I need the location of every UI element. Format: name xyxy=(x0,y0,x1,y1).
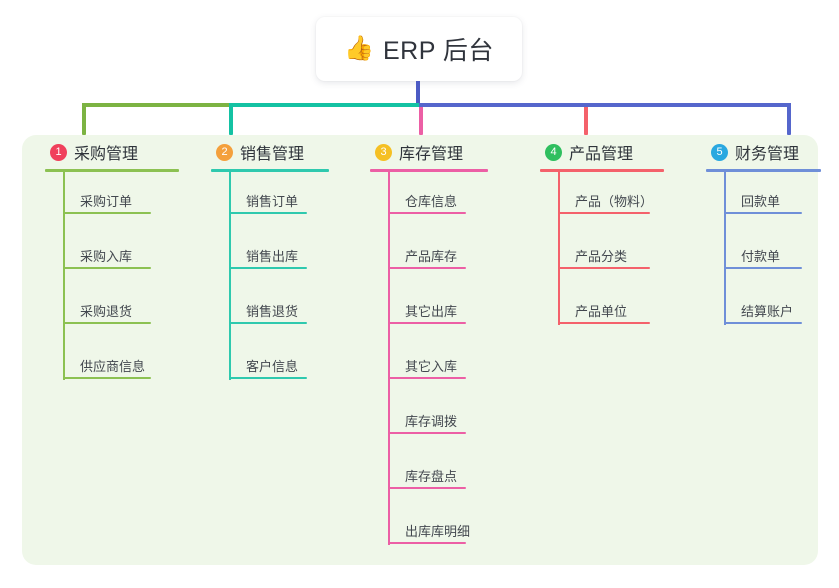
branch-title: 库存管理 xyxy=(399,146,464,163)
drop-purchasing xyxy=(82,107,86,135)
leaf-rule xyxy=(558,322,650,324)
branch-header-4[interactable]: 4 产品管理 xyxy=(529,135,669,169)
leaf-label: 回款单 xyxy=(741,194,781,209)
branch-spine xyxy=(229,171,231,380)
leaf-label: 产品单位 xyxy=(575,304,628,319)
branch-header-1[interactable]: 1 采购管理 xyxy=(34,135,181,169)
leaf-label: 仓库信息 xyxy=(405,194,458,209)
branch-header-2[interactable]: 2 销售管理 xyxy=(200,135,334,169)
root-stem-connector xyxy=(416,81,420,105)
branch-rule xyxy=(706,169,821,172)
leaf-label: 销售订单 xyxy=(246,194,299,209)
branch-spine xyxy=(724,171,726,325)
leaf-label: 库存调拨 xyxy=(405,414,458,429)
leaf-label: 采购退货 xyxy=(80,304,133,319)
branch-rule xyxy=(540,169,664,172)
branch-header-3[interactable]: 3 库存管理 xyxy=(359,135,496,169)
leaf-label: 采购入库 xyxy=(80,249,133,264)
leaf-label: 客户信息 xyxy=(246,359,299,374)
branches-panel: 1 采购管理采购订单采购入库采购退货供应商信息 2 销售管理销售订单销售出库销售退货客… xyxy=(22,135,821,565)
leaf-label: 采购订单 xyxy=(80,194,133,209)
leaf-rule xyxy=(724,212,802,214)
leaf-label: 其它入库 xyxy=(405,359,458,374)
leaf-rule xyxy=(229,267,307,269)
leaf-label: 库存盘点 xyxy=(405,469,458,484)
branch-title: 采购管理 xyxy=(74,146,139,163)
leaf-label: 供应商信息 xyxy=(80,359,146,374)
leaf-rule xyxy=(229,322,307,324)
leaf-label: 产品（物料） xyxy=(575,194,654,209)
leaf-label: 产品分类 xyxy=(575,249,628,264)
branch-rule xyxy=(45,169,179,172)
leaf-label: 出库库明细 xyxy=(405,524,471,539)
segment-blue xyxy=(419,103,791,107)
leaf-rule xyxy=(229,377,307,379)
root-node[interactable]: 👍 ERP 后台 xyxy=(316,17,522,81)
leaf-rule xyxy=(558,267,650,269)
branch-column-2: 2 销售管理销售订单销售出库销售退货客户信息 xyxy=(200,135,334,380)
branch-number-badge: 3 xyxy=(375,143,392,161)
drop-finance xyxy=(787,107,791,135)
segment-green xyxy=(82,103,229,107)
branch-title: 产品管理 xyxy=(569,146,634,163)
leaf-rule xyxy=(388,322,466,324)
leaf-rule xyxy=(63,377,151,379)
branch-title: 财务管理 xyxy=(735,146,800,163)
branch-spine xyxy=(388,171,390,545)
leaf-rule xyxy=(388,542,466,544)
branch-number-badge: 5 xyxy=(711,143,728,161)
leaf-rule xyxy=(724,322,802,324)
leaf-label: 销售出库 xyxy=(246,249,299,264)
leaf-rule xyxy=(388,212,466,214)
branch-spine xyxy=(558,171,560,325)
leaf-rule xyxy=(229,212,307,214)
branch-title: 销售管理 xyxy=(240,146,305,163)
branch-column-1: 1 采购管理采购订单采购入库采购退货供应商信息 xyxy=(34,135,181,380)
branch-number-badge: 1 xyxy=(50,143,67,161)
branch-rule xyxy=(370,169,488,172)
leaf-label: 产品库存 xyxy=(405,249,458,264)
leaf-rule xyxy=(63,267,151,269)
leaf-rule xyxy=(388,487,466,489)
leaf-label: 付款单 xyxy=(741,249,781,264)
leaf-label: 销售退货 xyxy=(246,304,299,319)
branch-spine xyxy=(63,171,65,380)
branch-column-5: 5 财务管理回款单付款单结算账户 xyxy=(695,135,825,325)
branch-number-badge: 4 xyxy=(545,143,562,161)
branch-column-3: 3 库存管理仓库信息产品库存其它出库其它入库库存调拨库存盘点出库库明细 xyxy=(359,135,496,545)
leaf-rule xyxy=(63,322,151,324)
leaf-rule xyxy=(388,432,466,434)
leaf-rule xyxy=(558,212,650,214)
leaf-label: 其它出库 xyxy=(405,304,458,319)
leaf-rule xyxy=(388,267,466,269)
branch-number-badge: 2 xyxy=(216,143,233,161)
leaf-rule xyxy=(724,267,802,269)
branch-column-4: 4 产品管理产品（物料） 产品分类产品单位 xyxy=(529,135,669,325)
branch-rule xyxy=(211,169,329,172)
leaf-label: 结算账户 xyxy=(741,304,794,319)
branch-header-5[interactable]: 5 财务管理 xyxy=(695,135,825,169)
thumbs-up-icon: 👍 xyxy=(344,35,374,62)
drop-inventory xyxy=(419,107,423,135)
leaf-rule xyxy=(63,212,151,214)
segment-teal xyxy=(229,103,419,107)
root-title: ERP 后台 xyxy=(382,37,494,65)
leaf-rule xyxy=(388,377,466,379)
drop-sales xyxy=(229,107,233,135)
drop-product xyxy=(584,107,588,135)
